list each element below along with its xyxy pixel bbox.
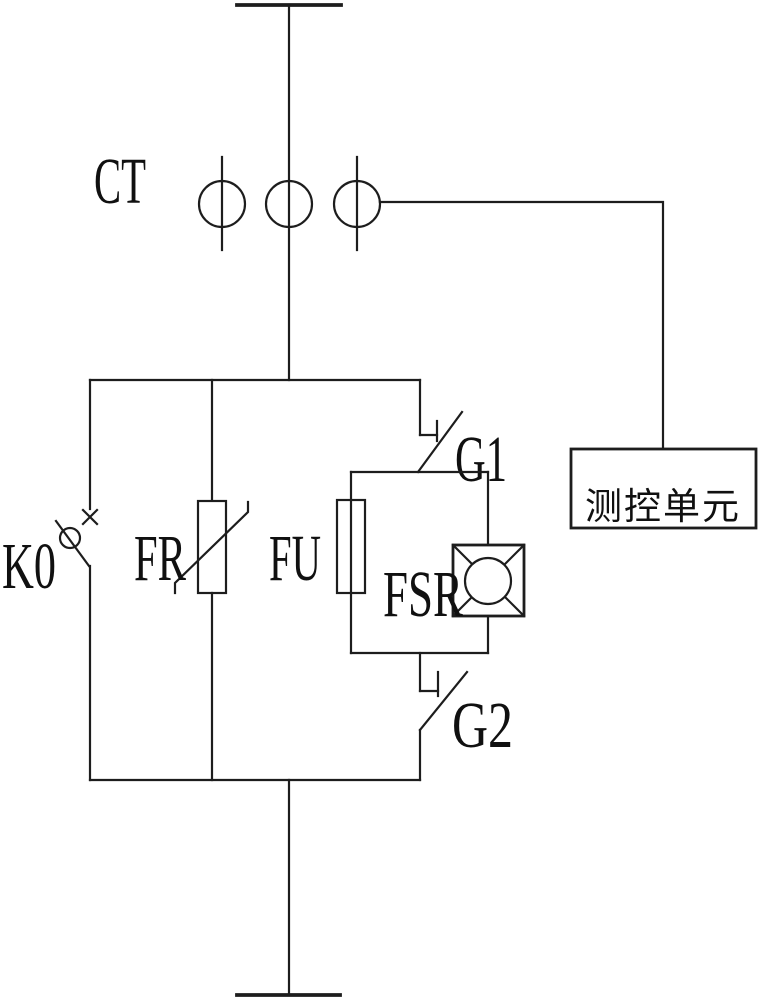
fsr-device [451, 543, 526, 618]
g1-switch-blade [416, 410, 464, 474]
g1-disconnector [416, 378, 464, 474]
fr-label: FR [134, 522, 186, 595]
k0-operator-circle-icon [58, 526, 82, 550]
g2-label: G2 [452, 689, 513, 762]
control-unit-label: 测控单元 [585, 485, 741, 528]
ct-label: CT [94, 145, 146, 218]
ct1-winding-icon [197, 179, 247, 229]
fsr-label: FSR [383, 558, 463, 631]
g2-disconnector [418, 651, 469, 782]
fu-fuse-body [335, 498, 367, 595]
control-unit: 测控单元 [569, 447, 758, 530]
fr-varistor-branch [173, 378, 250, 782]
k0-switch-branch [54, 378, 99, 782]
ct-signal-wire [378, 200, 665, 451]
ct3-winding-icon [332, 179, 382, 229]
fr-varistor-stroke-icon [173, 500, 250, 595]
g1-label: G1 [455, 423, 507, 496]
fu-fsr-loop [335, 470, 526, 655]
k0-switch-blade [54, 519, 91, 568]
bottom-busbar [88, 778, 422, 997]
fsr-circle-icon [463, 556, 513, 606]
control-unit-box [569, 447, 758, 530]
top-busbar [235, 3, 343, 382]
k0-label: K0 [2, 530, 56, 603]
k0-contact-cross-icon-2 [81, 508, 99, 526]
ct2-winding-icon [264, 179, 314, 229]
fu-label: FU [269, 522, 321, 595]
ct-transformer-group [197, 155, 382, 252]
g2-switch-blade [418, 670, 469, 732]
